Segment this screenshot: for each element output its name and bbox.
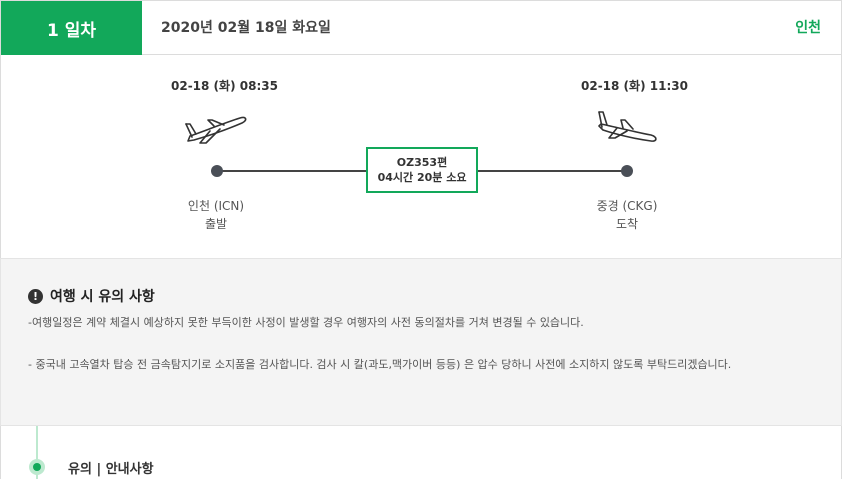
notice-line: -여행일정은 계약 체결시 예상하지 못한 부득이한 사정이 발생할 경우 여행…: [28, 316, 584, 329]
arrival-airport: 중경 (CKG): [596, 199, 658, 213]
flight-segment: 02-18 (화) 08:35 02-18 (화) 11:30 OZ353편 0…: [0, 55, 842, 258]
flight-duration: 04시간 20분 소요: [377, 171, 467, 184]
notice-line: - 중국내 고속열차 탑승 전 금속탐지기로 소지품을 검사합니다. 검사 시 …: [28, 358, 732, 371]
departure-place: 인천 (ICN) 출발: [166, 197, 266, 233]
day-city: 인천: [795, 20, 821, 36]
day-badge: 1 일차: [1, 1, 142, 55]
departure-dot: [211, 165, 223, 177]
departure-time: 02-18 (화) 08:35: [171, 79, 278, 93]
timeline-dot-icon: [29, 459, 45, 475]
airplane-landing-icon: [598, 111, 657, 142]
arrival-place: 중경 (CKG) 도착: [577, 197, 677, 233]
arrival-status: 도착: [615, 217, 639, 231]
day-date: 2020년 02월 18일 화요일: [161, 20, 331, 36]
guide-title: 유의 | 안내사항: [68, 462, 154, 477]
airplane-takeoff-icon: [185, 116, 247, 144]
arrival-dot: [621, 165, 633, 177]
guide-section: 유의 | 안내사항: [0, 426, 842, 479]
flight-number: OZ353편: [396, 156, 448, 169]
notice-title: ! 여행 시 유의 사항: [28, 286, 155, 306]
timeline-line: [36, 426, 38, 479]
flight-info-box: OZ353편 04시간 20분 소요: [366, 147, 478, 193]
travel-notice: ! 여행 시 유의 사항 -여행일정은 계약 체결시 예상하지 못한 부득이한 …: [0, 258, 842, 426]
notice-title-text: 여행 시 유의 사항: [50, 289, 155, 305]
departure-status: 출발: [204, 217, 228, 231]
departure-airport: 인천 (ICN): [187, 199, 245, 213]
day-header: 1 일차 2020년 02월 18일 화요일 인천: [0, 0, 842, 55]
arrival-time: 02-18 (화) 11:30: [581, 79, 688, 93]
exclamation-circle-icon: !: [28, 288, 43, 304]
